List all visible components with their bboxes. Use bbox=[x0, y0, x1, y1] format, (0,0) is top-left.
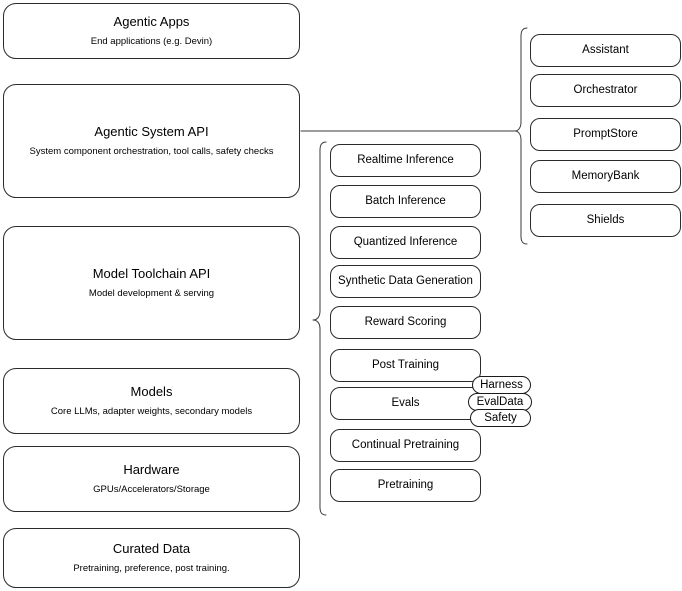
component-evals[interactable]: Evals bbox=[330, 387, 481, 420]
layer-subtitle: End applications (e.g. Devin) bbox=[90, 35, 213, 47]
component-label: Synthetic Data Generation bbox=[338, 275, 473, 288]
layer-title: Agentic System API bbox=[94, 124, 209, 140]
evals-tag-label: Harness bbox=[480, 379, 523, 391]
component-label: Quantized Inference bbox=[353, 236, 458, 249]
component-label: Evals bbox=[391, 397, 420, 410]
layer-subtitle: Core LLMs, adapter weights, secondary mo… bbox=[50, 405, 253, 417]
evals-tag-label: EvalData bbox=[476, 396, 524, 408]
component-post-training[interactable]: Post Training bbox=[330, 349, 481, 382]
layer-title: Models bbox=[130, 384, 173, 400]
evals-tag-safety[interactable]: Safety bbox=[470, 409, 531, 427]
component-realtime-inference[interactable]: Realtime Inference bbox=[330, 144, 481, 177]
component-quantized-inference[interactable]: Quantized Inference bbox=[330, 226, 481, 259]
component-pretraining[interactable]: Pretraining bbox=[330, 469, 481, 502]
brace-agentic-components bbox=[514, 27, 528, 245]
component-label: Realtime Inference bbox=[357, 154, 454, 167]
component-assistant[interactable]: Assistant bbox=[530, 34, 681, 67]
component-label: Post Training bbox=[371, 359, 440, 372]
component-label: Orchestrator bbox=[573, 84, 638, 97]
component-label: Reward Scoring bbox=[364, 316, 447, 329]
component-synthetic-data-generation[interactable]: Synthetic Data Generation bbox=[330, 265, 481, 298]
layer-subtitle: GPUs/Accelerators/Storage bbox=[93, 483, 210, 495]
layer-agentic-system-api[interactable]: Agentic System API System component orch… bbox=[3, 84, 300, 198]
layer-subtitle: Model development & serving bbox=[88, 287, 215, 299]
component-continual-pretraining[interactable]: Continual Pretraining bbox=[330, 429, 481, 462]
layer-title: Curated Data bbox=[112, 541, 191, 557]
component-reward-scoring[interactable]: Reward Scoring bbox=[330, 306, 481, 339]
component-label: Batch Inference bbox=[365, 195, 446, 208]
layer-hardware[interactable]: Hardware GPUs/Accelerators/Storage bbox=[3, 446, 300, 512]
layer-subtitle: System component orchestration, tool cal… bbox=[29, 145, 274, 157]
component-label: PromptStore bbox=[573, 128, 638, 141]
layer-curated-data[interactable]: Curated Data Pretraining, preference, po… bbox=[3, 528, 300, 588]
component-promptstore[interactable]: PromptStore bbox=[530, 118, 681, 151]
layer-title: Hardware bbox=[123, 462, 180, 478]
evals-tag-harness[interactable]: Harness bbox=[472, 376, 531, 394]
component-shields[interactable]: Shields bbox=[530, 204, 681, 237]
layer-subtitle: Pretraining, preference, post training. bbox=[73, 562, 230, 574]
component-label: Shields bbox=[586, 214, 625, 227]
layer-model-toolchain-api[interactable]: Model Toolchain API Model development & … bbox=[3, 226, 300, 340]
layer-title: Model Toolchain API bbox=[92, 266, 211, 282]
component-label: MemoryBank bbox=[571, 170, 640, 183]
component-orchestrator[interactable]: Orchestrator bbox=[530, 74, 681, 107]
component-label: Continual Pretraining bbox=[351, 439, 460, 452]
layer-models[interactable]: Models Core LLMs, adapter weights, secon… bbox=[3, 368, 300, 434]
component-label: Assistant bbox=[582, 44, 629, 57]
brace-toolchain-components bbox=[312, 141, 327, 516]
layer-agentic-apps[interactable]: Agentic Apps End applications (e.g. Devi… bbox=[3, 3, 300, 59]
layer-title: Agentic Apps bbox=[113, 14, 190, 30]
evals-tag-label: Safety bbox=[484, 412, 517, 424]
component-batch-inference[interactable]: Batch Inference bbox=[330, 185, 481, 218]
component-label: Pretraining bbox=[377, 479, 434, 492]
component-memorybank[interactable]: MemoryBank bbox=[530, 160, 681, 193]
